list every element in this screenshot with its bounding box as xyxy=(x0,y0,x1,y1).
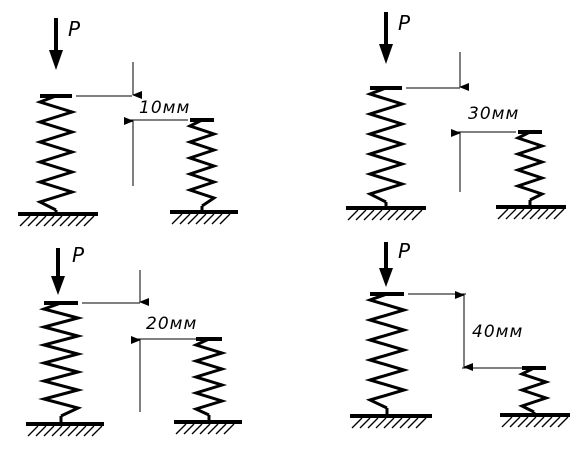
ground-base xyxy=(174,420,242,435)
panel-a: P 10мм xyxy=(18,17,238,227)
ground-base xyxy=(18,212,98,227)
ground-base xyxy=(500,413,570,428)
force-label: P xyxy=(68,17,81,41)
deflection-dimension xyxy=(406,52,516,192)
force-arrow xyxy=(379,242,393,287)
force-arrow xyxy=(379,12,393,64)
deflection-label: 20мм xyxy=(146,314,197,334)
ground-base xyxy=(346,206,426,221)
panel-b: P 30мм xyxy=(346,11,566,221)
panel-d: P 40мм xyxy=(350,239,570,429)
free-spring xyxy=(517,366,551,414)
ground-base xyxy=(496,205,566,220)
loaded-spring xyxy=(34,94,78,213)
loaded-spring xyxy=(364,292,410,415)
deflection-label: 10мм xyxy=(139,98,190,118)
free-spring xyxy=(185,118,219,212)
deflection-dimension xyxy=(82,270,198,412)
deflection-dimension xyxy=(408,291,530,371)
free-spring xyxy=(513,130,547,206)
ground-base xyxy=(350,414,432,429)
force-label: P xyxy=(398,239,411,263)
ground-base xyxy=(26,422,104,437)
loaded-spring xyxy=(38,301,84,423)
panel-c: P 20мм xyxy=(26,243,242,437)
force-label: P xyxy=(398,11,411,35)
force-label: P xyxy=(72,243,85,267)
loaded-spring xyxy=(364,86,408,207)
force-arrow xyxy=(51,248,65,295)
force-arrow xyxy=(49,18,63,70)
deflection-label: 30мм xyxy=(468,104,519,124)
deflection-label: 40мм xyxy=(472,322,523,342)
deflection-dimension xyxy=(76,62,188,186)
free-spring xyxy=(190,337,228,421)
ground-base xyxy=(170,210,238,225)
